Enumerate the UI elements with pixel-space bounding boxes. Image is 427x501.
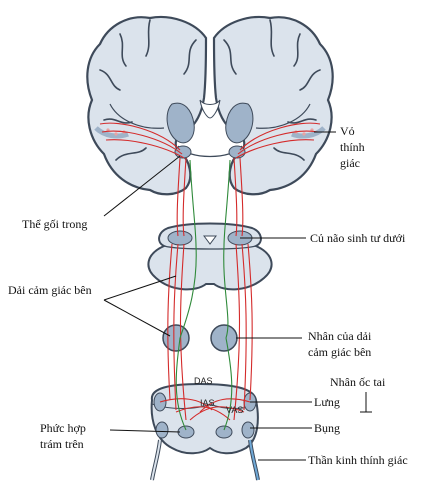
cochlear-nuclei-label: Nhân ốc tai [330, 375, 386, 389]
left-hemisphere [86, 15, 208, 196]
lemniscus-nucleus-label-line1: Nhân của dải [308, 329, 372, 343]
leader-lines [103, 131, 372, 461]
lateral-lemniscus-label: Dải cảm giác bên [8, 283, 92, 297]
lemniscus-nucleus-label-line2: cảm giác bên [308, 345, 372, 359]
right-thalamus [225, 102, 254, 144]
right-hemisphere [212, 15, 334, 196]
right-lemniscus-nucleus [210, 324, 238, 352]
auditory-cortex-label-line1: Vỏ [340, 124, 355, 138]
left-lemniscus-nucleus [162, 324, 190, 352]
brain-section [86, 15, 334, 196]
right-superior-olive [215, 425, 233, 439]
superior-olive-label-line1: Phức hợp [40, 421, 86, 435]
medial-geniculate-label: Thể gối trong [22, 217, 88, 231]
left-thalamus [166, 102, 195, 144]
ias-label: IAS [200, 398, 215, 408]
dorsal-label: Lưng [314, 395, 340, 409]
ventricle [199, 99, 221, 119]
auditory-cortex-label-line3: giác [340, 156, 360, 170]
auditory-nerve-label: Thần kinh thính giác [308, 453, 408, 467]
auditory-cortex-label-line2: thính [340, 140, 365, 154]
midbrain-section [147, 222, 273, 291]
left-cochlear-nucleus-ventral [155, 421, 169, 439]
red-pathways [99, 122, 321, 421]
vas-label: VAS [226, 405, 243, 415]
left-inferior-colliculus [167, 230, 193, 246]
sulci-lines [99, 19, 321, 161]
ventral-label: Bụng [314, 421, 341, 435]
green-pathways [175, 159, 233, 431]
medulla [150, 382, 259, 455]
left-superior-olive [177, 425, 195, 439]
inferior-colliculus-label: Củ não sinh tư dưới [310, 231, 406, 245]
right-cochlear-nucleus-ventral [241, 421, 255, 439]
superior-olive-label-line2: trám trên [40, 437, 84, 451]
das-label: DAS [194, 376, 213, 386]
